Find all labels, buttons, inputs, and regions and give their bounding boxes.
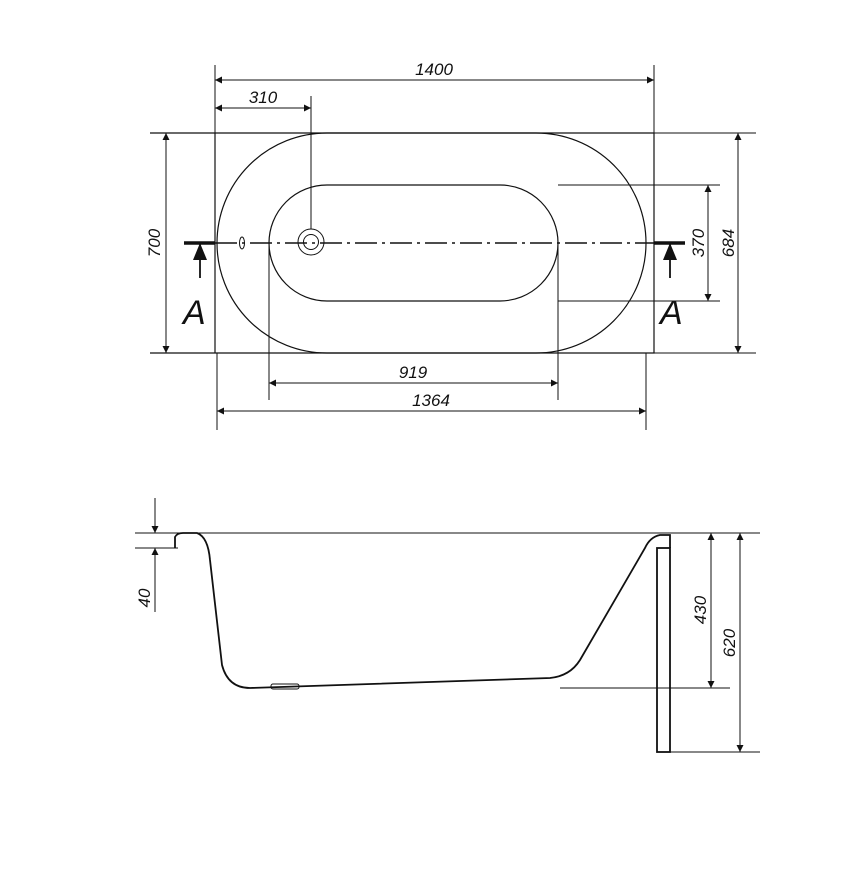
dimension-overall-length: 1400 [214, 60, 655, 133]
bathtub-section-profile [174, 532, 671, 689]
dimension-depth: 430 [691, 533, 715, 688]
section-cut-left: A [181, 241, 215, 332]
dimension-label-310: 310 [249, 88, 278, 107]
drain-inner-ring [303, 234, 319, 250]
dimension-rim-thickness: 40 [135, 498, 159, 612]
dimension-label-684: 684 [719, 229, 738, 257]
dimension-label-700: 700 [145, 228, 164, 257]
dimension-rim-length: 1364 [216, 353, 647, 430]
dimension-label-430: 430 [691, 595, 710, 624]
dimension-inner-length: 919 [268, 243, 559, 400]
drain-outer-ring [297, 228, 325, 256]
overflow-icon [239, 236, 245, 250]
drain-section-icon [270, 683, 300, 690]
section-view: 40 430 620 [135, 498, 760, 753]
dimension-total-height: 620 [720, 533, 744, 752]
apron-panel [656, 547, 671, 753]
section-letter-right: A [658, 294, 683, 332]
dimension-label-919: 919 [399, 363, 428, 382]
dimension-label-370: 370 [689, 228, 708, 257]
dimension-inner-width: 370 [558, 184, 720, 302]
dimension-rim-width: 684 [654, 132, 756, 354]
section-cut-right: A [654, 241, 685, 332]
plan-view: A A 1400 310 700 37 [145, 60, 756, 430]
dimension-label-620: 620 [720, 628, 739, 657]
dimension-label-1400: 1400 [415, 60, 453, 79]
dimension-label-40: 40 [135, 588, 154, 607]
dimension-overall-width: 700 [145, 133, 170, 353]
section-letter-left: A [181, 294, 206, 332]
dimension-label-1364: 1364 [412, 391, 450, 410]
dimension-drain-offset: 310 [215, 88, 311, 112]
